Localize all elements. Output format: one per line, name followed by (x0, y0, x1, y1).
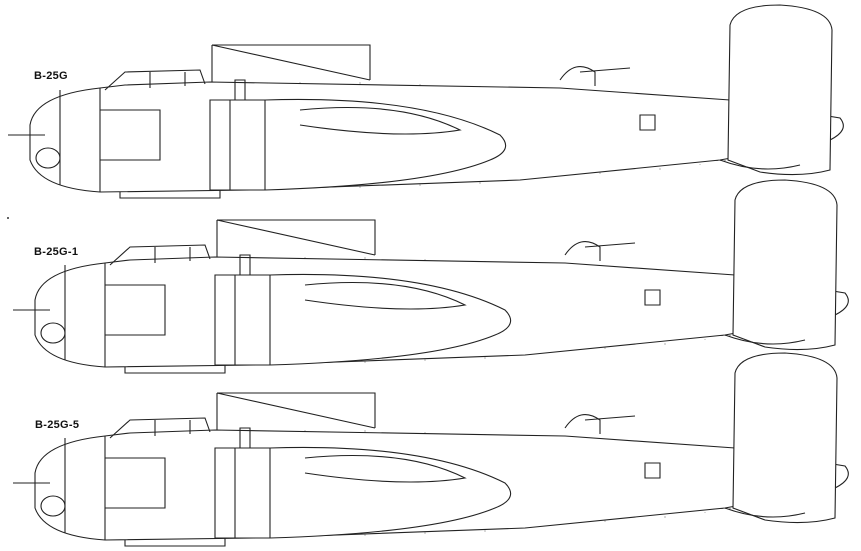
label-b-25g-5: B-25G-5 (35, 419, 80, 431)
label-b-25g-1: B-25G-1 (34, 246, 79, 258)
aircraft-b-25g (8, 5, 843, 198)
aircraft-b-25g-5 (13, 353, 848, 546)
label-b-25g: B-25G (34, 70, 68, 82)
stray-dot (7, 217, 9, 219)
aircraft-b-25g-1 (13, 180, 848, 373)
